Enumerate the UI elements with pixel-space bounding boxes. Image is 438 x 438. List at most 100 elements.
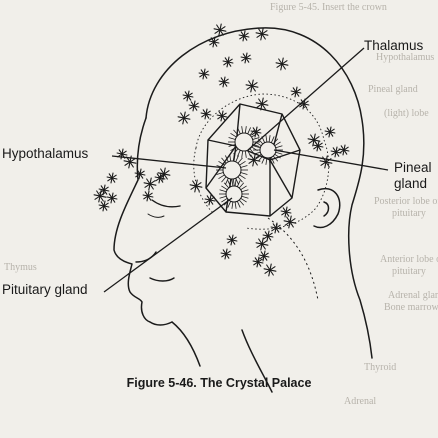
burst-ray — [249, 148, 255, 155]
burst-ray — [247, 150, 251, 157]
bleed-text: (light) lobe — [384, 108, 429, 119]
burst-ray — [237, 127, 241, 134]
bleed-text: Hypothalamus — [376, 52, 435, 63]
burst-ray — [225, 155, 229, 162]
pointer-lines — [103, 47, 389, 293]
starburst-middle — [222, 160, 242, 180]
sparkle-ray — [223, 58, 233, 66]
starburst-rays — [216, 126, 283, 209]
burst-ray — [257, 155, 264, 162]
label-pineal-line1: Pineal — [394, 160, 432, 175]
sparkle-ray — [299, 100, 309, 108]
burst-ray — [218, 174, 225, 180]
burst-ray — [244, 150, 247, 158]
bleed-text: Posterior lobe of — [374, 196, 438, 207]
burst-ray — [223, 182, 230, 189]
figure-caption: Figure 5-46. The Crystal Palace — [126, 376, 312, 390]
burst-ray — [251, 132, 258, 138]
sparkle-ray — [339, 146, 349, 154]
bleed-text: Anterior lobe of — [380, 254, 438, 265]
burst-ray — [221, 197, 228, 203]
sparkle-ray — [221, 250, 231, 258]
bleed-text: Adrenal — [344, 396, 377, 407]
bleed-text: Thyroid — [364, 362, 397, 373]
sparkle-ray — [124, 158, 136, 166]
burst-ray — [219, 189, 227, 193]
burst-ray — [231, 179, 234, 187]
burst-ray — [255, 153, 262, 159]
burst-ray — [237, 176, 243, 183]
sparkle-ray — [99, 202, 109, 210]
burst-ray — [240, 197, 247, 203]
burst-ray — [240, 165, 248, 168]
sparkle-ray — [256, 30, 268, 38]
sparkle-ray — [331, 148, 341, 156]
burst-ray — [247, 127, 251, 134]
label-thalamus: Thalamus — [364, 38, 424, 53]
head-outline — [113, 27, 373, 393]
burst-ray — [239, 160, 246, 166]
sparkle-ray — [308, 136, 320, 144]
burst-ray — [225, 178, 229, 185]
label-hypothalamus: Hypothalamus — [2, 146, 89, 161]
sparkle-ray — [281, 208, 291, 216]
bleed-text: pituitary — [392, 266, 426, 277]
burst-ray — [232, 178, 235, 186]
sparkle-ray — [107, 194, 117, 202]
sparkle-ray — [214, 26, 226, 34]
label-pituitary: Pituitary gland — [2, 282, 88, 297]
sparkle-ray — [248, 156, 260, 164]
burst-ray — [218, 160, 225, 166]
sparkle-ray — [94, 192, 106, 200]
sparkle-ray — [284, 218, 296, 226]
burst-ray — [253, 145, 261, 149]
burst-ray — [238, 182, 245, 189]
burst-ray — [272, 155, 279, 162]
sparkle-ray — [190, 182, 202, 190]
sparkle-ray — [219, 78, 229, 86]
sparkle-ray — [201, 110, 211, 118]
sparkle-ray — [256, 100, 268, 108]
sparkle-ray — [117, 150, 127, 158]
burst-ray — [261, 157, 266, 164]
sparkle-ray — [199, 70, 209, 78]
burst-ray — [233, 148, 239, 155]
burst-ray — [230, 146, 237, 152]
sparkle-ray — [264, 266, 276, 274]
burst-ray — [249, 129, 255, 136]
burst-ray — [230, 132, 237, 138]
burst-ray — [275, 151, 283, 155]
sparkle-ray — [313, 142, 323, 150]
bleed-text: Bone marrow — [384, 302, 438, 313]
pituitary-pointer-line — [103, 197, 233, 293]
burst-ray — [237, 150, 241, 157]
burst-ray — [234, 179, 237, 187]
bleed-text: Adrenal glands — [388, 290, 438, 301]
sparkle-ray — [259, 252, 269, 260]
sparkle-ray — [263, 232, 273, 240]
burst-ray — [229, 154, 232, 162]
sparkle-ray — [253, 258, 263, 266]
sparkle-ray — [143, 192, 153, 200]
sparkle-ray — [320, 158, 332, 166]
burst-ray — [238, 199, 245, 206]
thalamus-pointer-line — [247, 47, 365, 151]
sparkle-ray — [205, 196, 215, 204]
sparkle-ray — [189, 102, 199, 110]
sparkle-ray — [241, 54, 251, 62]
sparkle-ray — [107, 174, 117, 182]
burst-ray — [231, 201, 234, 209]
sparkle-ray — [256, 240, 268, 248]
burst-ray — [241, 195, 249, 199]
sparkle-ray — [155, 174, 165, 182]
sparkle-ray — [291, 88, 301, 96]
gland-starbursts — [222, 132, 277, 203]
burst-ray — [265, 135, 268, 143]
sparkle-ray — [178, 114, 190, 122]
bleed-text: Figure 5-45. Insert the crown — [270, 2, 387, 13]
burst-ray — [244, 126, 247, 134]
sparkle-ray — [251, 128, 261, 136]
sparkle-ray — [271, 224, 281, 232]
pineal-pointer-line — [273, 149, 389, 171]
burst-ray — [270, 157, 275, 164]
